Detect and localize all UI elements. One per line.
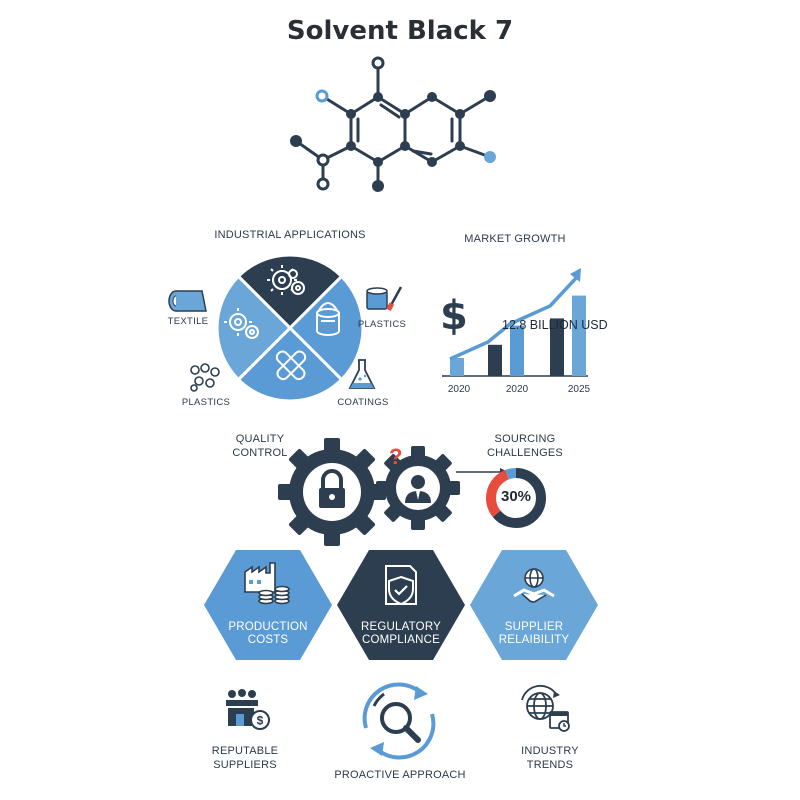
gears-graphic bbox=[278, 438, 508, 546]
molecule-structure bbox=[290, 56, 496, 192]
person-icon bbox=[405, 475, 431, 503]
sourcing-line2: CHALLENGES bbox=[487, 447, 563, 459]
label-plastics-bottom: PLASTICS bbox=[181, 397, 231, 408]
bar-4 bbox=[572, 295, 586, 376]
hex-label-regulatory: REGULATORY COMPLIANCE bbox=[351, 621, 451, 647]
sourcing-donut-chart bbox=[486, 468, 546, 528]
donut-segment-blue bbox=[486, 468, 546, 528]
trend-line bbox=[449, 274, 580, 361]
page-title: Solvent Black 7 bbox=[286, 16, 514, 46]
market-amount: 12.8 BILLION USD bbox=[502, 318, 608, 332]
proactive-approach-label: PROACTIVE APPROACH bbox=[334, 769, 466, 781]
reputable-suppliers-label: REPUTABLE SUPPLIERS bbox=[200, 744, 290, 772]
gears-icon bbox=[267, 265, 305, 295]
regulatory-line2: COMPLIANCE bbox=[361, 634, 441, 646]
label-textile: TEXTILE bbox=[167, 316, 209, 327]
hex-label-supplier: SUPPLIER RELAIBILITY bbox=[484, 621, 584, 647]
reputable-line2: SUPPLIERS bbox=[213, 759, 277, 771]
dollar-sign-icon: $ bbox=[440, 293, 468, 339]
bar-3 bbox=[550, 318, 564, 376]
industry-line2: TRENDS bbox=[526, 759, 574, 771]
handshake-globe-icon bbox=[513, 568, 555, 603]
paint-brush-icon bbox=[366, 286, 403, 311]
fabric-roll-icon bbox=[168, 290, 207, 312]
factory-coins-icon bbox=[244, 562, 290, 605]
sourcing-percent: 30% bbox=[500, 488, 532, 505]
production-line1: PRODUCTION bbox=[228, 621, 308, 633]
hex-label-production: PRODUCTION COSTS bbox=[220, 621, 316, 647]
market-growth-heading: MARKET GROWTH bbox=[464, 233, 566, 245]
hex-production-costs bbox=[204, 550, 332, 660]
lock-gear bbox=[278, 438, 386, 546]
supplier-line2: RELAIBILITY bbox=[498, 634, 570, 646]
bar-2 bbox=[510, 325, 524, 376]
paint-bucket-icon bbox=[316, 302, 340, 336]
tick-label-2: 2020 bbox=[506, 384, 529, 395]
reputable-line1: REPUTABLE bbox=[211, 745, 279, 757]
pie-slice-left bbox=[215, 274, 293, 382]
molecule-beads-icon bbox=[190, 363, 220, 392]
pie-slice-bottom bbox=[236, 325, 344, 403]
flask-icon bbox=[348, 359, 376, 389]
supplier-line1: SUPPLIER bbox=[504, 621, 564, 633]
bar-0 bbox=[450, 358, 464, 376]
quality-control-line2: CONTROL bbox=[232, 447, 288, 459]
industry-line1: INDUSTRY bbox=[521, 745, 579, 757]
lock-icon bbox=[319, 469, 345, 508]
trend-arrow-head bbox=[570, 268, 581, 282]
hexagon-row bbox=[204, 550, 598, 660]
industry-trends-label: INDUSTRY TRENDS bbox=[505, 744, 595, 772]
bandage-icon bbox=[275, 350, 307, 381]
industrial-applications-heading: INDUSTRIAL APPLICATIONS bbox=[214, 229, 366, 241]
hex-supplier-reliability bbox=[470, 550, 598, 660]
production-line2: COSTS bbox=[247, 634, 289, 646]
tick-label-0: 2020 bbox=[448, 384, 471, 395]
sourcing-line1: SOURCING bbox=[494, 433, 556, 445]
search-cycle-icon bbox=[362, 682, 436, 760]
pie-slice-right bbox=[287, 274, 365, 382]
applications-pie bbox=[215, 253, 365, 403]
question-mark-icon: ? bbox=[389, 444, 403, 469]
sourcing-challenges-heading: SOURCING CHALLENGES bbox=[480, 432, 570, 460]
tick-label-4: 2025 bbox=[568, 384, 591, 395]
shield-document-icon bbox=[385, 565, 417, 606]
person-gear bbox=[376, 446, 460, 530]
pie-slice-top bbox=[236, 253, 344, 331]
market-growth-chart: 2020 2020 2025 bbox=[442, 268, 591, 395]
store-dollar-icon: $ bbox=[226, 689, 270, 730]
globe-calendar-icon bbox=[521, 684, 570, 732]
svg-text:$: $ bbox=[257, 714, 264, 728]
bar-1 bbox=[488, 344, 502, 376]
gears-icon bbox=[224, 308, 259, 339]
donut-segment-red bbox=[486, 468, 546, 528]
label-coatings: COATINGS bbox=[337, 397, 389, 408]
label-plastics-top: PLASTICS bbox=[357, 319, 407, 330]
quality-control-heading: QUALITY CONTROL bbox=[220, 432, 300, 460]
quality-control-line1: QUALITY bbox=[235, 433, 285, 445]
regulatory-line1: REGULATORY bbox=[361, 621, 441, 633]
